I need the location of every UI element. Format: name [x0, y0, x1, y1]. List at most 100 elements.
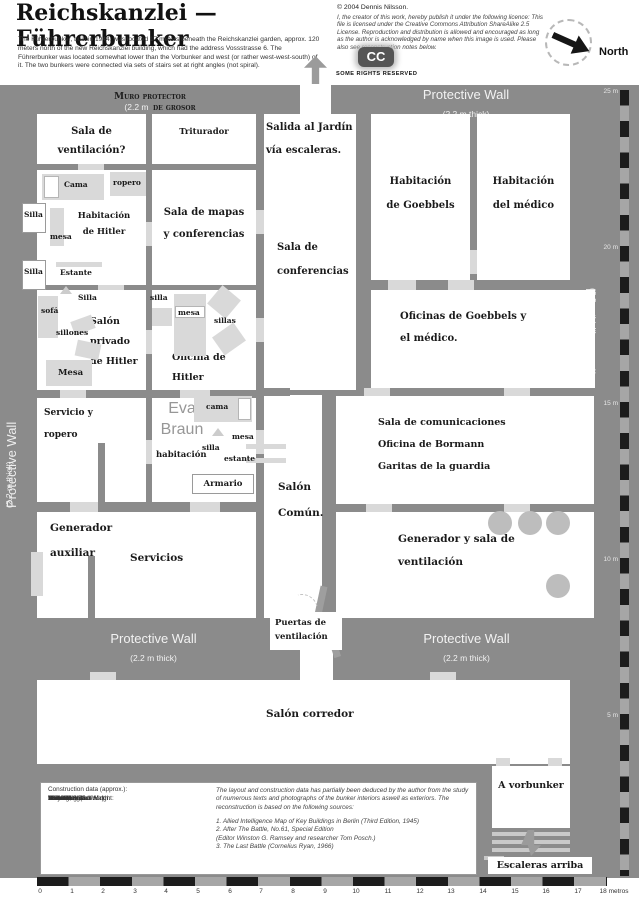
bottom-left-sub: (2.2 m thick): [130, 653, 177, 664]
row-value: 180-200 cm: [48, 795, 82, 802]
label-cama-b: cama: [206, 402, 229, 411]
copyright-line: © 2004 Dennis Nilsson.: [337, 4, 409, 11]
row-value: Concrete: [48, 795, 74, 802]
label-silla-b: Silla: [24, 267, 43, 276]
label-salon-comun: Salón Común.: [278, 481, 324, 519]
muro-protector-label: Muro protector: [60, 86, 240, 104]
label-servicios: Servicios: [130, 552, 184, 564]
scale-h-label: 8: [291, 888, 295, 895]
door-gap: [364, 388, 390, 396]
label-cama: Cama: [64, 180, 88, 189]
label-triturador: Triturador: [179, 127, 229, 137]
label-sillas: sillas: [214, 316, 236, 325]
generator-unit: [546, 511, 570, 535]
room-triturador: [152, 114, 256, 164]
label-conferencias: Sala de conferencias: [277, 242, 349, 277]
row-label: Door Heights:: [48, 795, 88, 802]
construction-data-box: [40, 782, 477, 875]
label-mesa-d: mesa: [232, 432, 254, 441]
row-value: Varying; 3 - 5 m: [48, 795, 93, 802]
pillow: [238, 398, 251, 420]
scale-h-label: 11: [384, 888, 392, 895]
scale-h-label: 9: [323, 888, 327, 895]
desk: [174, 294, 206, 356]
horizontal-scale-bar: [37, 877, 607, 886]
cc-rights-label: SOME RIGHTS RESERVED: [336, 71, 418, 77]
source-line: 1. Allied Intelligence Map of Key Buildi…: [216, 818, 419, 825]
label-silla-d: silla: [150, 293, 168, 302]
door-gap: [256, 210, 264, 234]
room-servicio: [37, 398, 146, 502]
room-sala-ventilacion: [37, 114, 146, 164]
desk-label-band: [175, 306, 205, 318]
muro-thick-white: (2.2 m: [124, 102, 149, 112]
table: [50, 208, 64, 246]
row-value: 120 cm: [48, 795, 69, 802]
label-comunicaciones: Sala de comunicaciones Oficina de Borman…: [378, 417, 506, 472]
door-gap: [548, 758, 562, 766]
door-gap: [146, 330, 152, 354]
shelf: [246, 444, 286, 449]
label-oficina-hitler: Oficina de Hitler: [172, 352, 226, 383]
license-text: I, the creator of this work, hereby publ…: [337, 14, 544, 51]
label-mesa-b: Mesa: [58, 368, 84, 378]
row-label: Protective Wall Width:: [48, 795, 111, 802]
top-wall-title: Protective Wall: [422, 87, 510, 102]
pillow: [44, 176, 59, 198]
label-medico: Habitación del médico: [492, 176, 555, 211]
row-value: 2-3 m: [48, 795, 65, 802]
row-label: Room Sizes:: [48, 795, 85, 802]
construction-title: Construction data (approx.):: [48, 786, 128, 793]
generator-unit: [518, 511, 542, 535]
label-oficinas: Oficinas de Goebbels y el médico.: [400, 311, 527, 344]
door-gap: [256, 430, 264, 454]
row-value: 15-20 cm: [48, 795, 75, 802]
muro-line1: Muro protector: [114, 92, 186, 102]
label-silla-a: Silla: [24, 210, 43, 219]
label-salida: Salida al Jardín vía escaleras.: [266, 122, 353, 156]
compass-circle: [545, 19, 592, 66]
escaleras-label-box: [488, 857, 592, 874]
label-eva-braun: Eva Braun: [160, 400, 204, 438]
scale-h-label: 16: [542, 888, 550, 895]
door-gap: [146, 222, 152, 246]
door-gap: [180, 390, 210, 398]
room-corredor: [37, 680, 570, 764]
room-center-corridor-top: [264, 114, 356, 390]
wardrobe: [110, 172, 146, 196]
source-line: (Editor Winston G. Ramsey and researcher…: [216, 834, 376, 842]
label-silla-e: silla: [202, 443, 220, 452]
label-eva-habitacion: habitación: [156, 450, 207, 460]
source-line: 3. The Last Battle (Cornelius Ryan, 1966…: [216, 842, 334, 850]
scale-h-label: 17: [574, 888, 582, 895]
row-label: Wall Width (interior):: [48, 795, 106, 802]
door-gap: [98, 285, 124, 290]
bottom-right-sub: (2.2 m thick): [443, 653, 490, 664]
scale-v-label: 10 m: [603, 556, 618, 563]
room-comunicaciones: [336, 396, 594, 504]
scale-h-label: 18 metros: [599, 888, 629, 895]
label-hab-hitler: Habitación de Hitler: [77, 211, 131, 237]
door-gap: [90, 672, 116, 680]
scale-h-label: 10: [352, 888, 360, 895]
label-silla-c: Silla: [78, 293, 97, 302]
vertical-scale-bar: [620, 90, 629, 876]
label-mesa-c: mesa: [178, 308, 200, 317]
label-generador-aux: Generador auxiliar: [50, 522, 113, 559]
door-gap: [504, 504, 530, 512]
scale-h-label: 12: [416, 888, 424, 895]
label-ropero: ropero: [113, 178, 141, 187]
scale-h-label: 13: [447, 888, 455, 895]
cc-icon: CC: [366, 49, 386, 64]
row-label: Protective Roof Height:: [48, 795, 114, 802]
scale-h-label: 14: [479, 888, 487, 895]
scale-h-label: 6: [228, 888, 232, 895]
sources-list: 1. Allied Intelligence Map of Key Buildi…: [216, 818, 472, 851]
label-mesa-a: mesa: [50, 232, 72, 241]
label-sofa: sofá: [41, 306, 59, 315]
door-gap: [388, 280, 416, 290]
garden-exit-gap: [300, 85, 331, 114]
bottom-right-title: Protective Wall: [423, 631, 510, 646]
label-puertas: Puertas de ventilación: [275, 618, 328, 642]
